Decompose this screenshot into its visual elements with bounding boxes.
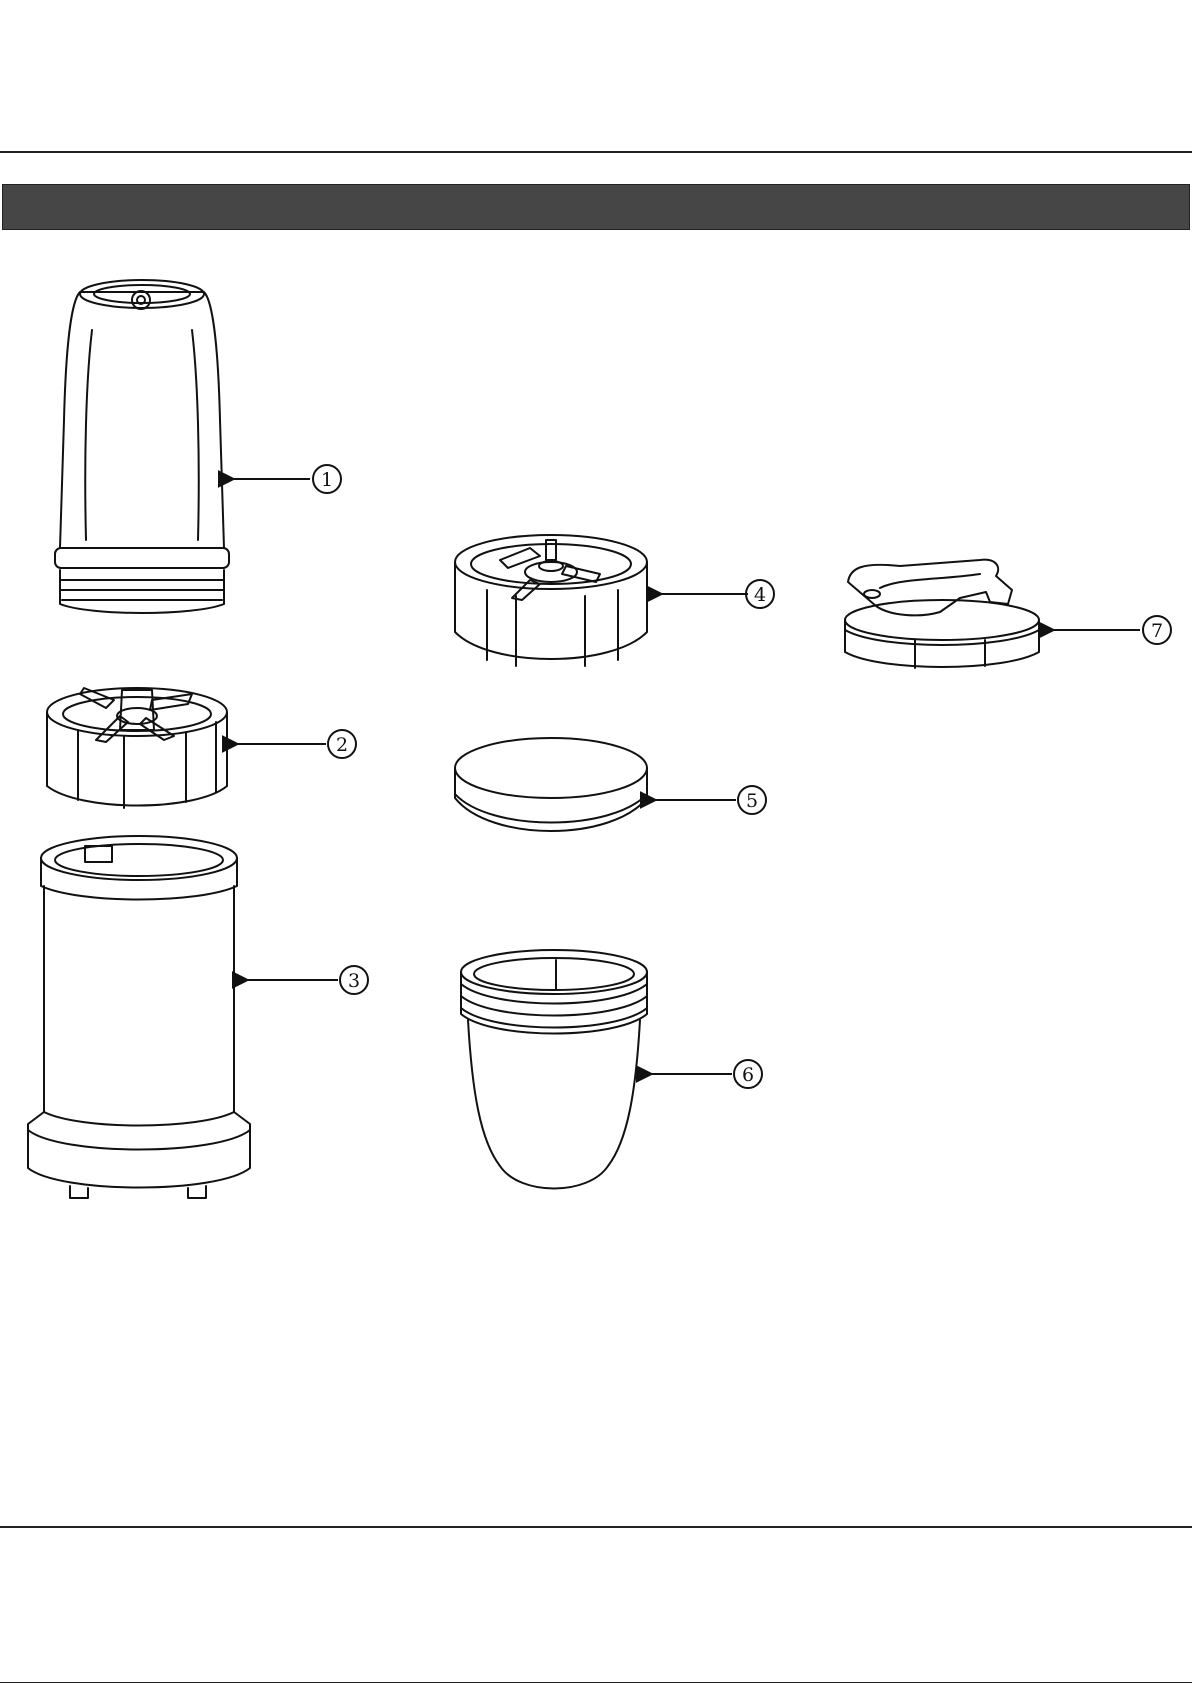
sealing-lid-icon xyxy=(455,738,647,831)
footer-rule xyxy=(0,1682,1192,1683)
flat-blade-icon xyxy=(455,535,647,666)
callout-number-5: 5 xyxy=(746,790,758,812)
short-cup-icon xyxy=(461,950,647,1189)
callout-number-6: 6 xyxy=(742,1064,754,1086)
callout-number-2: 2 xyxy=(336,734,348,756)
tall-cup-icon xyxy=(55,280,229,613)
callout-number-4: 4 xyxy=(754,584,766,606)
callout-number-7: 7 xyxy=(1151,620,1163,642)
cross-blade-icon xyxy=(47,688,227,808)
motor-base-icon xyxy=(28,836,250,1198)
callout-number-3: 3 xyxy=(348,970,360,992)
callout-number-1: 1 xyxy=(321,469,333,491)
handle-lid-icon xyxy=(845,560,1039,668)
bottom-rule xyxy=(0,1526,1192,1528)
